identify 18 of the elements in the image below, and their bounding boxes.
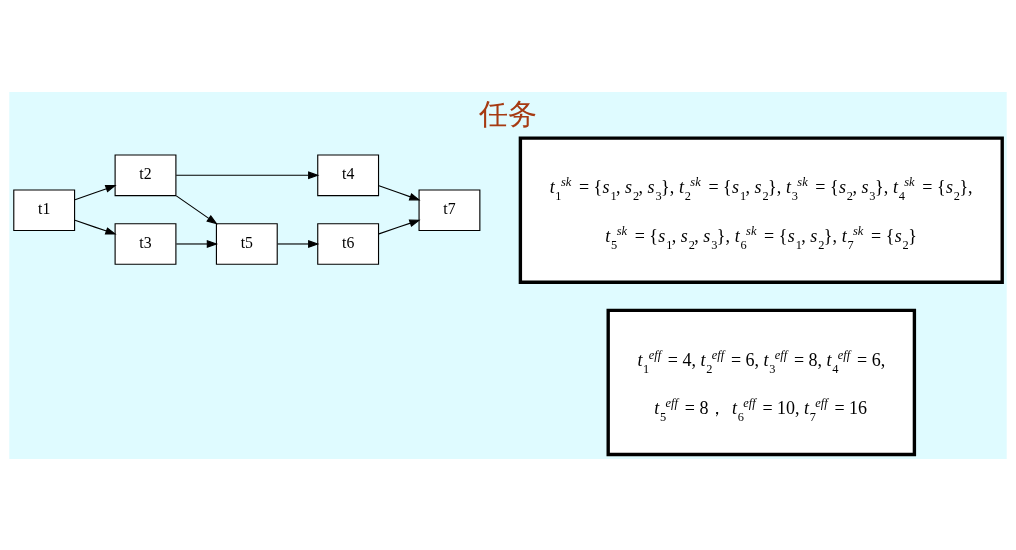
node-box: t$_{1}$$^{eff}$ = 4, t$_{2}$$^{eff}$ = 6, t$_{3}$$^{eff}$ = 8, t$_{4}$$^{eff}$ = 6, t$_{5}$$^{eff}$ = 8， t$_{6}$$^{eff}$ = 10, t$_{7}$$^{eff}$ = 16 bbox=[606, 308, 917, 456]
node-box: t$_{1}$$^{sk}$ = {s$_{1}$, s$_{2}$, s$_{3}$}, t$_{2}$$^{sk}$ = {s$_{1}$, s$_{2}$}, t$_{3}$$^{sk}$ = {s$_{2}$, s$_{3}$}, t$_{4}$$^{sk}$ = {s$_{2}$}, t$_{5}$$^{sk}$ = {s$_{1}$, s$_{2}$, s$_{3}$}, t$_{6}$$^{sk}$ = {s$_{1}$, s$_{2}$}, t$_{7}$$^{sk}$ = {s$_{2}$} bbox=[518, 135, 1004, 284]
node-box: t2 bbox=[114, 153, 177, 196]
node-box: t1 bbox=[13, 188, 76, 231]
node-box: t3 bbox=[114, 222, 177, 265]
node-box: t6 bbox=[317, 222, 380, 265]
arrow bbox=[175, 239, 219, 248]
node-box: t5 bbox=[215, 222, 278, 265]
arrow bbox=[378, 184, 421, 200]
arrow bbox=[277, 239, 320, 248]
arrow bbox=[74, 184, 117, 200]
arrow bbox=[378, 219, 421, 234]
node-box: t7 bbox=[418, 188, 481, 231]
arrow bbox=[74, 219, 117, 235]
diagram-title: 任务 bbox=[479, 97, 537, 130]
arrow bbox=[175, 194, 218, 225]
node-box: t4 bbox=[317, 153, 380, 196]
arrow bbox=[175, 170, 320, 179]
